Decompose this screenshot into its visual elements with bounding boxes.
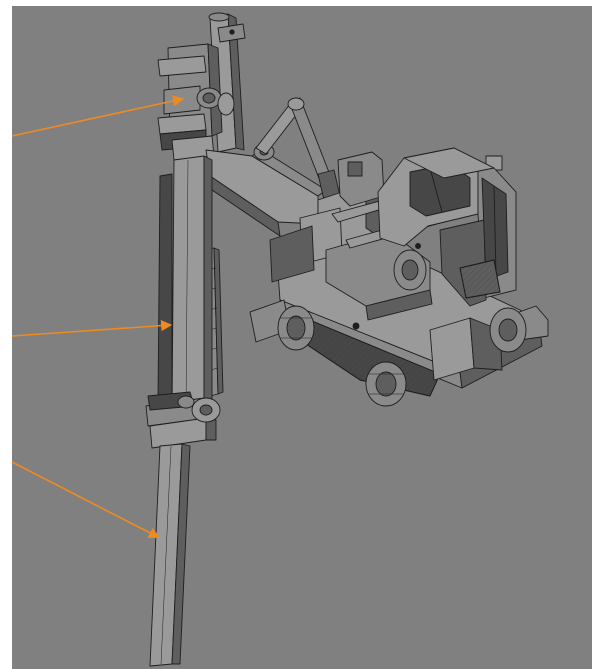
wheel bbox=[489, 307, 527, 353]
rig-scene bbox=[145, 12, 549, 667]
wheel bbox=[365, 361, 407, 407]
upper-clamp bbox=[157, 43, 235, 161]
wheel bbox=[277, 305, 315, 351]
mast-arrow bbox=[11, 320, 173, 337]
lower-clamp bbox=[145, 391, 221, 449]
wheel bbox=[393, 249, 427, 291]
lower-pipe bbox=[149, 443, 191, 667]
operator-cab bbox=[377, 147, 517, 307]
mast-column bbox=[157, 155, 213, 415]
wheels bbox=[277, 249, 527, 407]
lower-pipe-arrow bbox=[11, 461, 160, 539]
top-clamp-arrow bbox=[11, 95, 185, 137]
annotation-arrows bbox=[11, 95, 185, 539]
hydraulic-cylinder bbox=[255, 97, 341, 201]
